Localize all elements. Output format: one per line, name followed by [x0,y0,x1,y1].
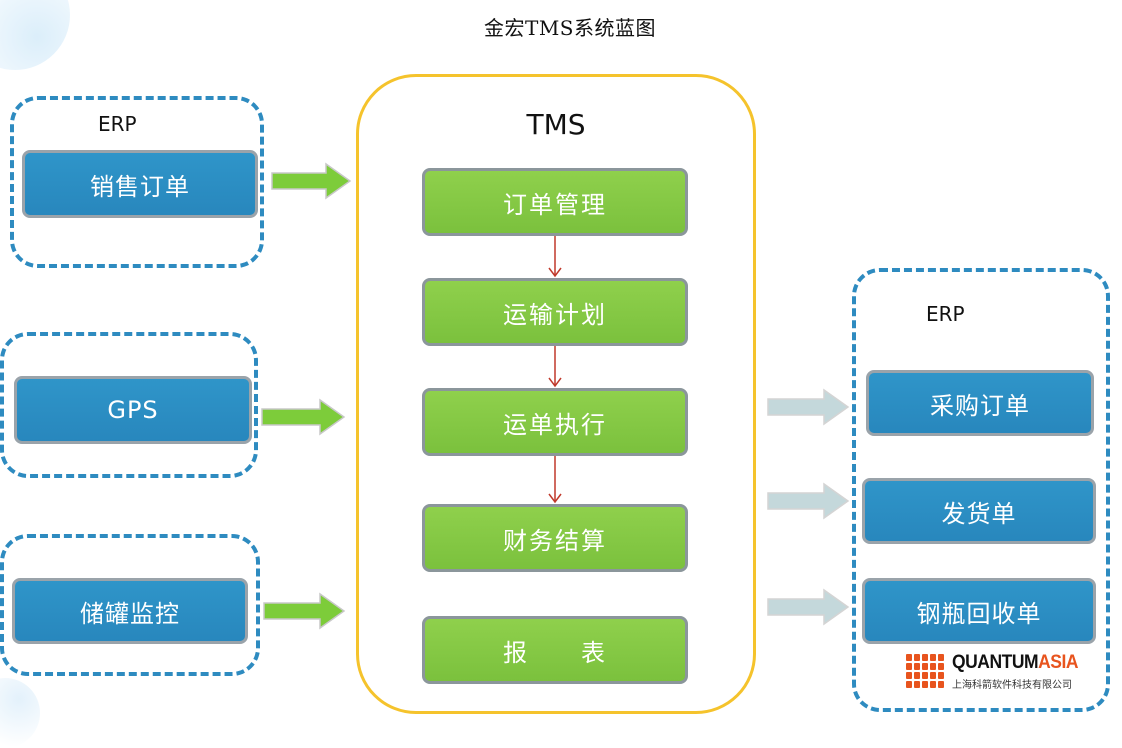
tank-monitor-box[interactable]: 储罐监控 [12,578,248,644]
right-group-erp-label: ERP [926,302,965,326]
grey-arrow-icon [767,388,850,426]
tms-title: TMS [526,108,586,141]
flow-arrow-icon [548,346,562,388]
purchase-order-box[interactable]: 采购订单 [866,370,1094,436]
report-box[interactable]: 报 表 [422,616,688,684]
corner-decoration [0,678,40,748]
transport-plan-box[interactable]: 运输计划 [422,278,688,346]
flow-arrow-icon [548,236,562,278]
left-group-erp-label: ERP [98,112,137,136]
logo-name-b: ASIA [1038,652,1079,673]
green-arrow-icon [271,162,352,200]
grey-arrow-icon [767,588,850,626]
order-management-box[interactable]: 订单管理 [422,168,688,236]
page-title: 金宏TMS系统蓝图 [483,16,657,40]
logo-subtitle: 上海科箭软件科技有限公司 [952,680,1072,691]
financial-settlement-box[interactable]: 财务结算 [422,504,688,572]
left-group-erp [10,96,264,268]
gps-box[interactable]: GPS [14,376,252,444]
company-logo: QUANTUMASIA 上海科箭软件科技有限公司 [906,652,1088,692]
green-arrow-icon [263,592,346,630]
delivery-note-box[interactable]: 发货单 [862,478,1096,544]
logo-name: QUANTUMASIA [952,652,1079,674]
left-group-tank-monitor [0,534,260,676]
left-group-gps [0,332,258,478]
flow-arrow-icon [548,456,562,504]
grey-arrow-icon [767,482,850,520]
right-group-erp [852,268,1110,712]
green-arrow-icon [261,398,346,436]
logo-name-a: QUANTUM [952,652,1039,673]
sales-order-box[interactable]: 销售订单 [22,150,258,218]
logo-mark-icon [906,654,946,690]
cylinder-recovery-box[interactable]: 钢瓶回收单 [862,578,1096,644]
waybill-execution-box[interactable]: 运单执行 [422,388,688,456]
